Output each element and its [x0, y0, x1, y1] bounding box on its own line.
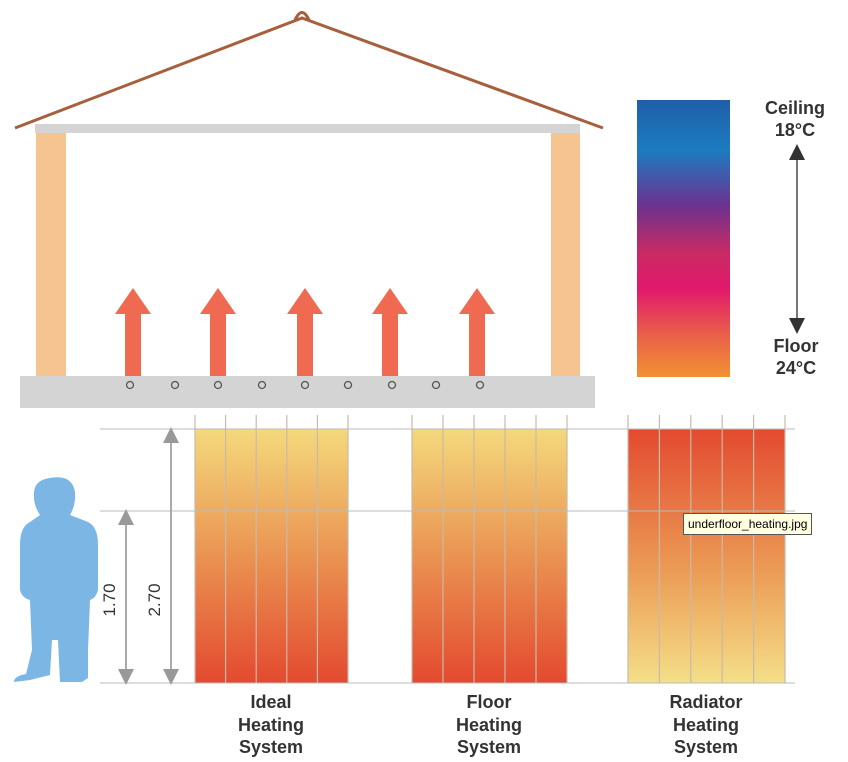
pipe-icon: [431, 380, 441, 390]
heat-arrow-icon: [287, 288, 323, 376]
right-wall: [551, 133, 580, 377]
column-label-ideal: Ideal Heating System: [238, 692, 304, 757]
roof-ridge-loop: [293, 11, 311, 21]
pipe-icon: [343, 380, 353, 390]
svg-text:Heating: Heating: [238, 715, 304, 735]
column-label-radiator: Radiator Heating System: [669, 692, 742, 757]
person-silhouette: [14, 477, 98, 682]
pipe-icon: [475, 380, 485, 390]
pipe-icon: [213, 380, 223, 390]
heat-column-floor: [412, 429, 567, 683]
pipe-icon: [387, 380, 397, 390]
heat-column-radiator: [628, 429, 785, 683]
temperature-gradient-bar: [637, 100, 730, 377]
person-height-label: 1.70: [100, 583, 119, 616]
ceiling-label: Ceiling: [765, 98, 825, 118]
heat-arrow-icon: [115, 288, 151, 376]
svg-text:Floor: Floor: [467, 692, 512, 712]
pipe-icon: [300, 380, 310, 390]
svg-text:Heating: Heating: [456, 715, 522, 735]
heat-arrows: [115, 288, 495, 376]
heat-arrow-icon: [459, 288, 495, 376]
room-height-label: 2.70: [145, 583, 164, 616]
ceiling: [35, 124, 580, 133]
image-tooltip: underfloor_heating.jpg: [683, 513, 813, 535]
heat-column-ideal: [195, 429, 348, 683]
floor-slab: [20, 376, 595, 408]
svg-text:Heating: Heating: [673, 715, 739, 735]
heat-arrow-icon: [200, 288, 236, 376]
house: [14, 11, 604, 408]
svg-text:System: System: [239, 737, 303, 757]
pipe-icon: [170, 380, 180, 390]
floor-temp: 24°C: [776, 358, 816, 378]
heat-arrow-icon: [372, 288, 408, 376]
pipe-icon: [125, 380, 135, 390]
heating-pipes: [125, 380, 485, 390]
ceiling-temp: 18°C: [775, 120, 815, 140]
svg-text:Ideal: Ideal: [250, 692, 291, 712]
floor-label: Floor: [774, 336, 819, 356]
svg-text:System: System: [457, 737, 521, 757]
svg-text:Radiator: Radiator: [669, 692, 742, 712]
heating-columns: [194, 415, 786, 683]
left-wall: [36, 133, 66, 377]
svg-text:System: System: [674, 737, 738, 757]
pipe-icon: [257, 380, 267, 390]
roof: [14, 16, 604, 130]
column-label-floor: Floor Heating System: [456, 692, 522, 757]
